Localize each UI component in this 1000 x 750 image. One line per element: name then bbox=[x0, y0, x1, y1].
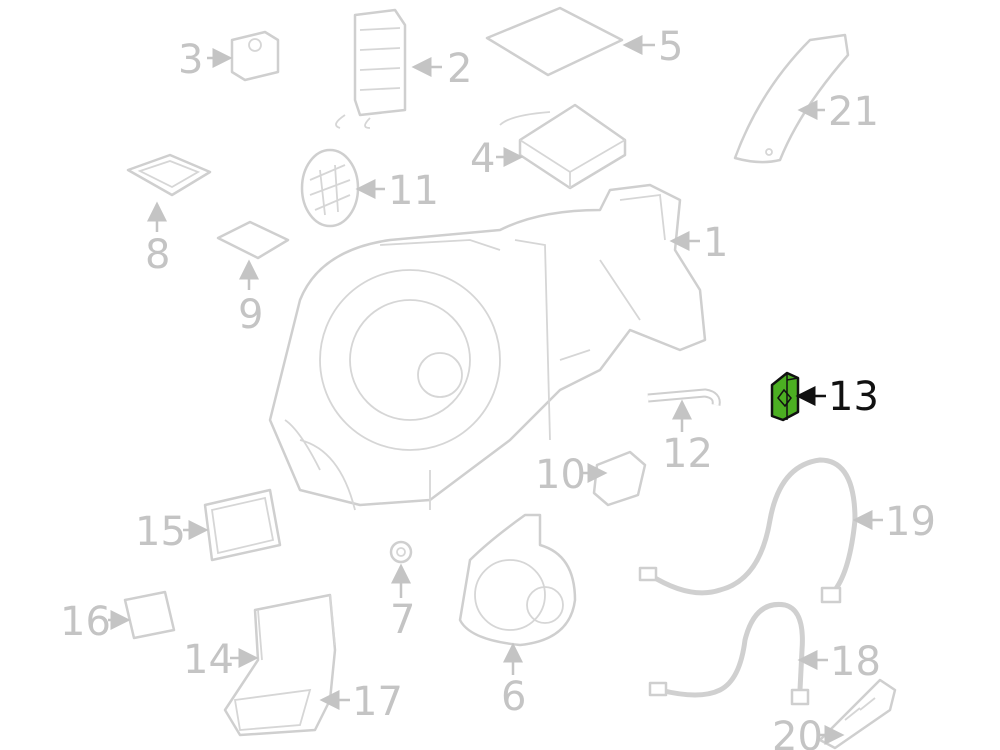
part-16-pad[interactable] bbox=[123, 590, 176, 640]
label-12: 12 bbox=[662, 431, 713, 477]
part-3-expansion-valve[interactable] bbox=[230, 30, 280, 82]
label-18: 18 bbox=[830, 639, 881, 685]
label-3: 3 bbox=[178, 37, 203, 83]
part-9-module[interactable] bbox=[216, 220, 290, 260]
label-17: 17 bbox=[352, 679, 403, 725]
part-5-filter[interactable] bbox=[485, 6, 624, 77]
label-4: 4 bbox=[470, 136, 495, 182]
label-10: 10 bbox=[535, 452, 586, 498]
label-20: 20 bbox=[772, 714, 823, 750]
label-7: 7 bbox=[390, 597, 415, 643]
label-16: 16 bbox=[60, 599, 111, 645]
part-15-filter-frame[interactable] bbox=[203, 488, 282, 562]
label-8: 8 bbox=[145, 232, 170, 278]
part-8-seal[interactable] bbox=[126, 153, 212, 197]
part-21-duct[interactable] bbox=[733, 33, 850, 164]
label-5: 5 bbox=[658, 24, 683, 70]
label-14: 14 bbox=[183, 637, 234, 683]
part-20-bracket[interactable] bbox=[818, 678, 897, 750]
part-1-hvac-housing[interactable] bbox=[268, 183, 707, 511]
label-9: 9 bbox=[238, 292, 263, 338]
label-13: 13 bbox=[828, 374, 879, 420]
label-2: 2 bbox=[447, 46, 472, 92]
part-7-grommet[interactable] bbox=[389, 540, 413, 564]
part-4-evaporator[interactable] bbox=[499, 103, 627, 190]
part-10-actuator[interactable] bbox=[592, 450, 647, 507]
part-12-hose[interactable] bbox=[647, 388, 721, 406]
label-6: 6 bbox=[501, 674, 526, 720]
label-11: 11 bbox=[388, 168, 439, 214]
part-19-refrigerant-line[interactable] bbox=[638, 457, 858, 604]
label-21: 21 bbox=[828, 89, 879, 135]
label-1: 1 bbox=[703, 220, 728, 266]
label-19: 19 bbox=[885, 499, 936, 545]
part-2-heater-core[interactable] bbox=[335, 8, 407, 129]
part-14-17-duct[interactable] bbox=[223, 593, 337, 737]
part-11-filter[interactable] bbox=[300, 148, 360, 228]
part-6-blower-motor[interactable] bbox=[458, 513, 577, 647]
label-15: 15 bbox=[135, 509, 186, 555]
callouts: 3 2 5 21 4 11 8 1 9 13 12 10 19 15 7 16 … bbox=[60, 24, 936, 750]
part-18-refrigerant-line[interactable] bbox=[648, 601, 810, 706]
part-13-resistor[interactable] bbox=[770, 371, 800, 422]
